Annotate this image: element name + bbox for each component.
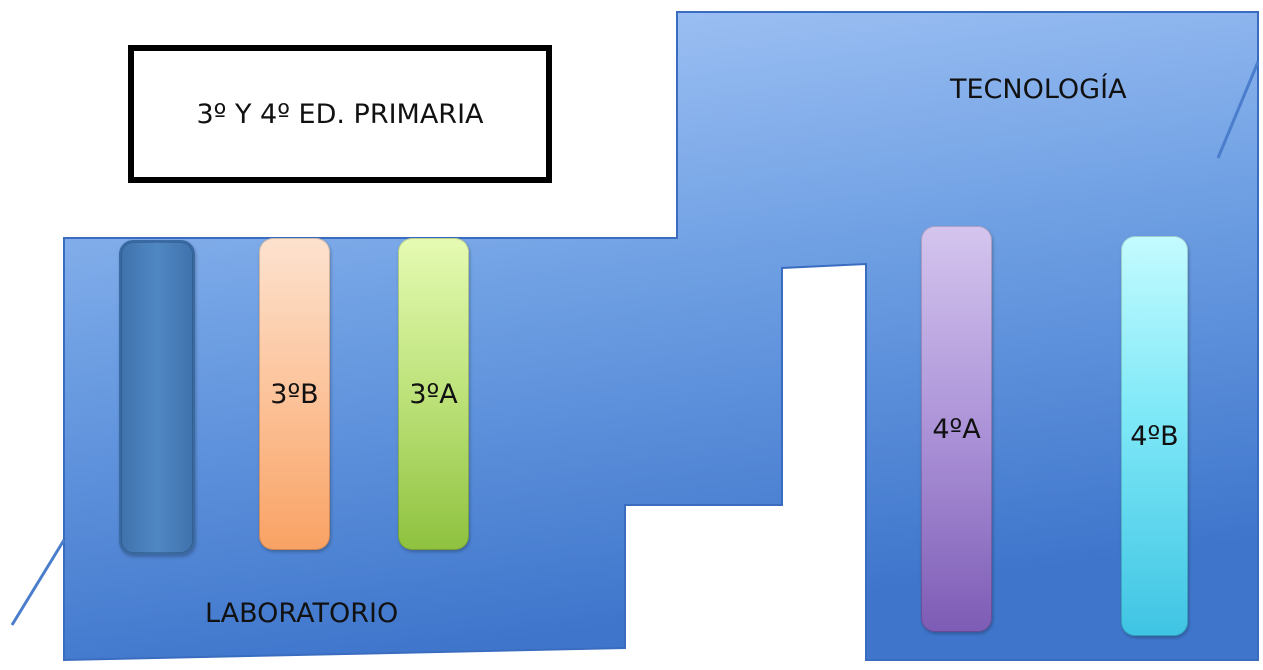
room-label: 3ºA xyxy=(409,378,458,410)
room-4a: 4ºA xyxy=(921,226,992,632)
room-label: 4ºA xyxy=(932,413,981,445)
page-title: 3º Y 4º ED. PRIMARIA xyxy=(196,98,484,130)
room-label: 4ºB xyxy=(1130,420,1179,452)
room-3b: 3ºB xyxy=(259,238,330,550)
wall-slant-left xyxy=(10,539,66,626)
room-3a: 3ºA xyxy=(398,238,469,550)
page-title-box: 3º Y 4º ED. PRIMARIA xyxy=(128,45,552,183)
room-unlabeled xyxy=(119,240,195,555)
laboratory-label: LABORATORIO xyxy=(205,598,399,629)
wall-slant-right xyxy=(1216,61,1260,159)
technology-label: TECNOLOGÍA xyxy=(950,74,1127,105)
room-4b: 4ºB xyxy=(1121,236,1188,636)
room-label: 3ºB xyxy=(270,378,319,410)
